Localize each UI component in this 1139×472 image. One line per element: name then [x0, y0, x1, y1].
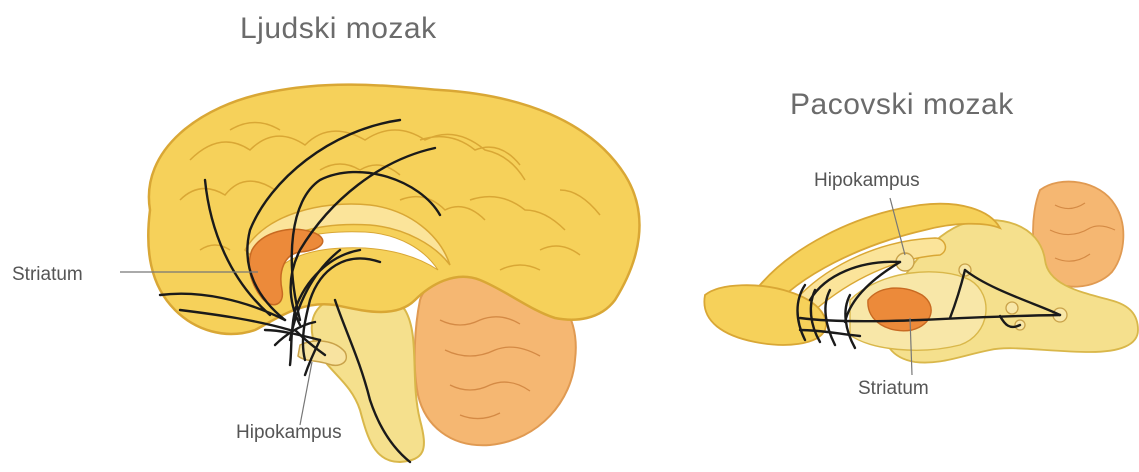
human-hippocampus-label: Hipokampus	[236, 422, 342, 444]
rat-hippocampus-label: Hipokampus	[814, 170, 920, 192]
human-brain-title: Ljudski mozak	[240, 12, 437, 46]
rat-striatum-label: Striatum	[858, 378, 929, 400]
human-brain	[120, 85, 639, 462]
rat-brain-title: Pacovski mozak	[790, 88, 1014, 122]
human-striatum-label: Striatum	[12, 264, 83, 286]
rat-brain	[704, 182, 1138, 375]
